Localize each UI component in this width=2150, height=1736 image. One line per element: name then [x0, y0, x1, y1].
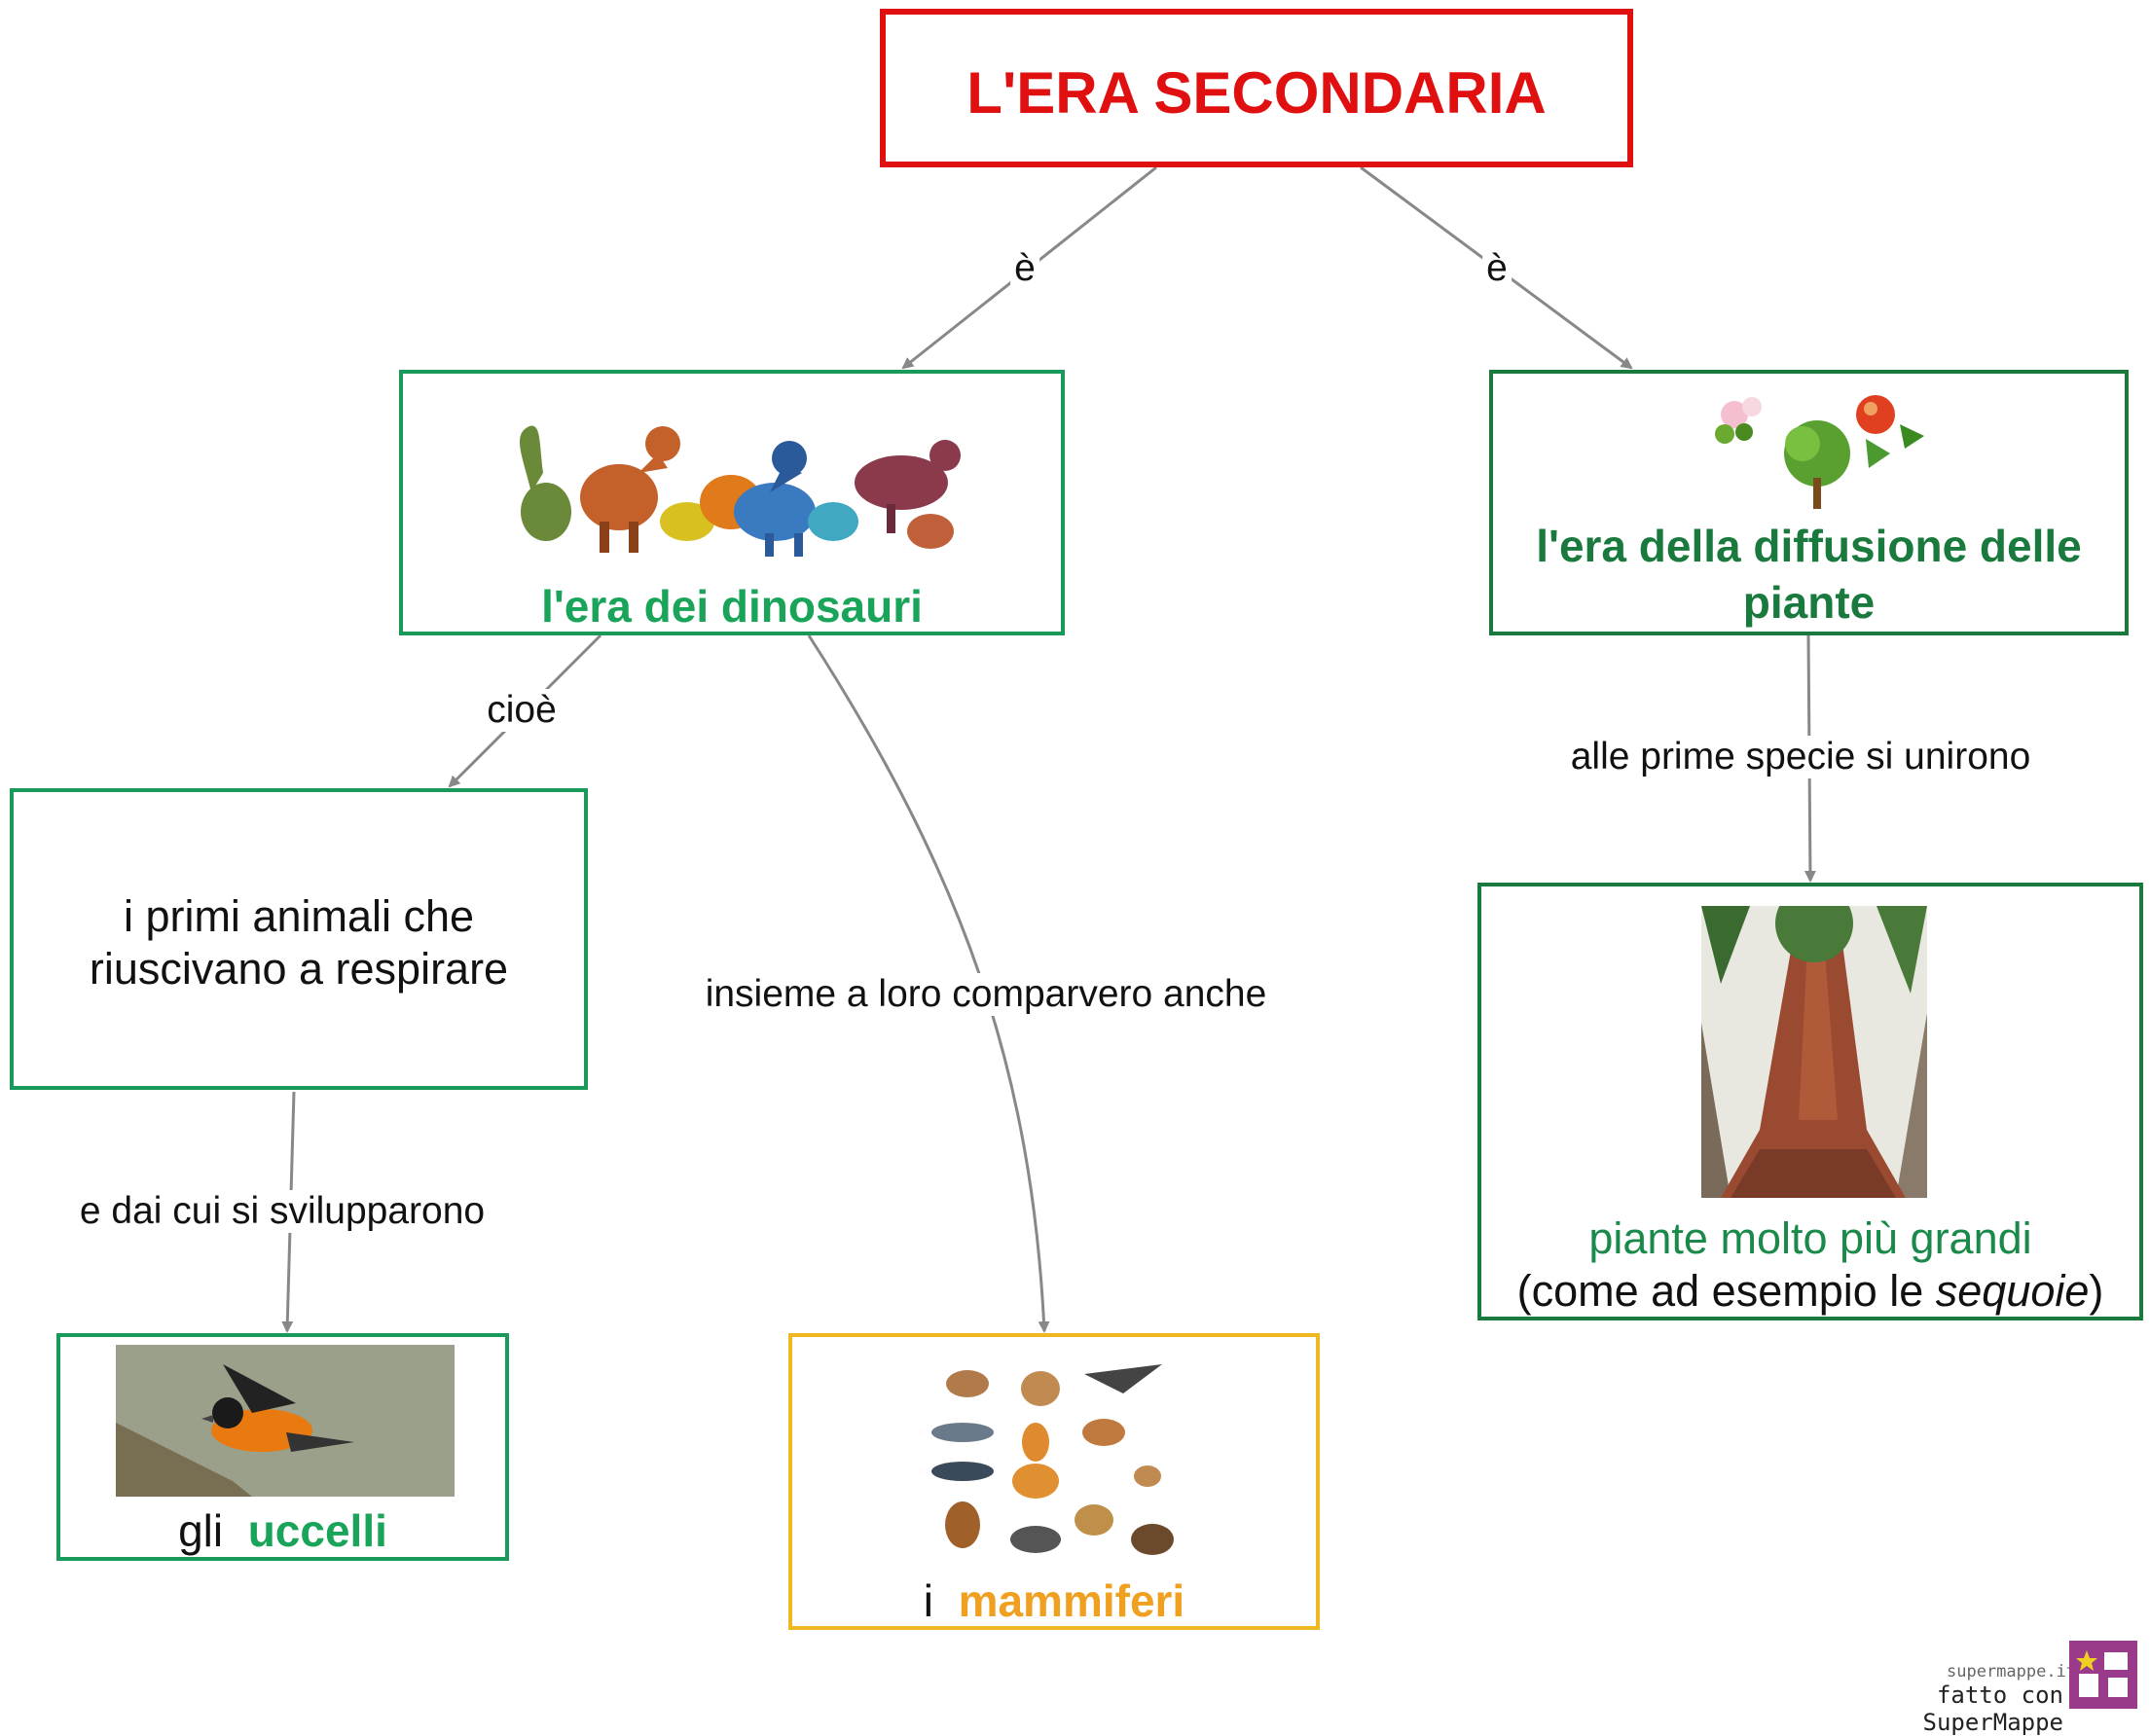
big-plants-line1: piante molto più grandi: [1588, 1213, 2032, 1263]
plants-label-line2: piante: [1742, 577, 1876, 628]
edge-label-dinosaurs-first-animals: cioè: [483, 689, 561, 732]
big-plants-line2-pre: (come ad esempio le: [1516, 1266, 1936, 1316]
root-title: L'ERA SECONDARIA: [966, 60, 1547, 126]
root-node: L'ERA SECONDARIA: [880, 9, 1633, 167]
plants-node: l'era della diffusione delle piante: [1489, 370, 2129, 635]
first-animals-line2: riuscivano a respirare: [89, 944, 509, 994]
dinosaurs-image: [520, 425, 961, 557]
big-plants-line2: (come ad esempio le sequoie): [1481, 1266, 2139, 1317]
footer-made-with: fatto con SuperMappe: [1922, 1682, 2064, 1736]
big-plants-node: piante molto più grandi (come ad esempio…: [1477, 883, 2143, 1320]
edge-label-root-dinosaurs: è: [1010, 247, 1039, 290]
big-plants-line2-post: ): [2089, 1266, 2104, 1316]
big-plants-line2-em: sequoie: [1935, 1266, 2090, 1316]
first-animals-line1: i primi animali che: [123, 891, 475, 941]
dinosaurs-node: l'era dei dinosauri: [399, 370, 1065, 635]
supermappe-logo-icon: [2069, 1641, 2137, 1709]
birds-node: gli uccelli: [56, 1333, 509, 1561]
birds-main: uccelli: [247, 1505, 387, 1556]
first-animals-node: i primi animali che riuscivano a respira…: [10, 788, 588, 1090]
mammals-image: [931, 1364, 1174, 1555]
plants-image: [1715, 395, 1924, 509]
bird-image: [116, 1345, 455, 1497]
edge-label-first-animals-birds: e dai cui si svilupparono: [75, 1190, 490, 1233]
mammals-node: i mammiferi: [788, 1333, 1320, 1630]
plants-label-line1: l'era della diffusione delle: [1536, 521, 2082, 571]
footer-site[interactable]: supermappe.it: [1947, 1662, 2077, 1682]
sequoia-image: [1701, 906, 1927, 1198]
birds-prefix: gli: [178, 1505, 224, 1556]
edge-label-dinosaurs-mammals: insieme a loro comparvero anche: [701, 973, 1271, 1016]
dinosaurs-label: l'era dei dinosauri: [541, 581, 923, 632]
birds-label: gli uccelli: [60, 1504, 505, 1557]
mammals-prefix: i: [923, 1575, 933, 1626]
edge-label-root-plants: è: [1482, 247, 1512, 290]
edge-label-plants-big-plants: alle prime specie si unirono: [1566, 736, 2035, 778]
mammals-main: mammiferi: [958, 1575, 1185, 1626]
mammals-label: i mammiferi: [792, 1574, 1316, 1627]
